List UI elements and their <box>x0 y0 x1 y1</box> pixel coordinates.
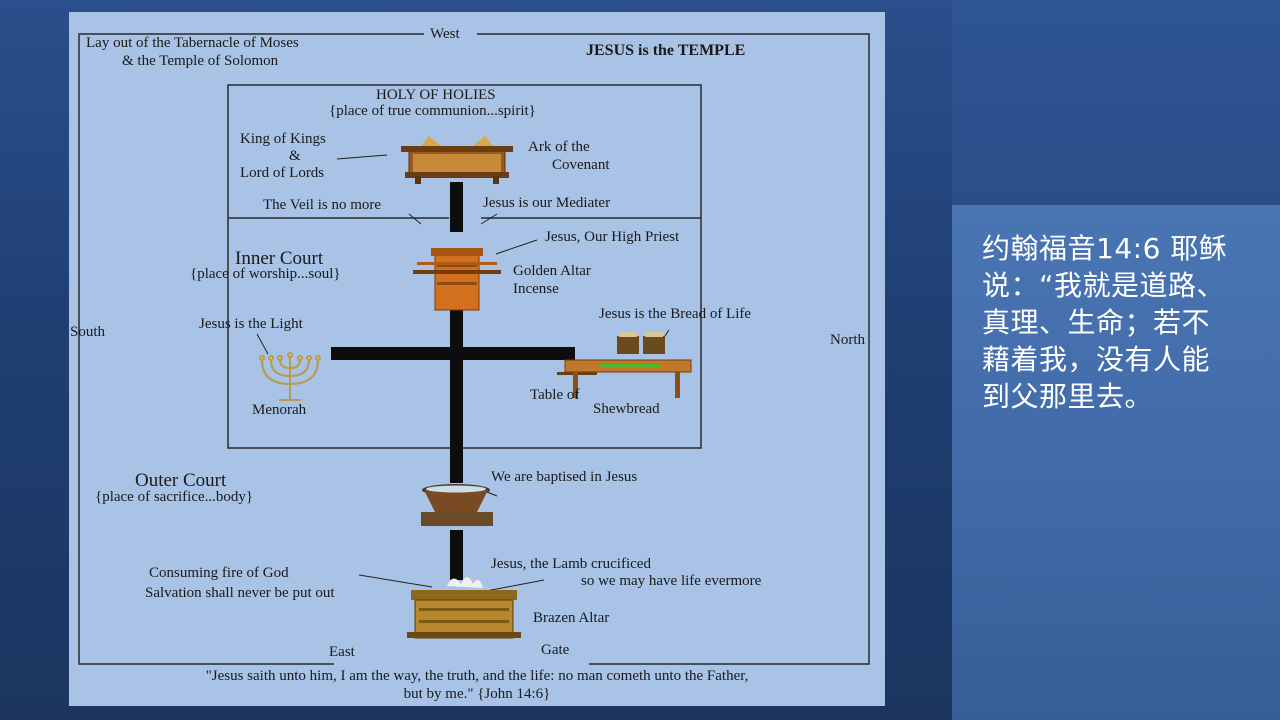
baptised-label: We are baptised in Jesus <box>491 469 638 485</box>
golden-altar-line-1: Golden Altar <box>513 263 591 279</box>
compass-south: South <box>70 324 106 340</box>
table-line-2: Shewbread <box>593 401 660 417</box>
title-line-2: & the Temple of Solomon <box>122 53 279 69</box>
compass-north: North <box>830 332 865 348</box>
footer-line-2: but by me." {John 14:6} <box>403 686 551 702</box>
pointer-fire <box>358 574 433 588</box>
pointer-mediater <box>480 213 498 225</box>
title-line-1: Lay out of the Tabernacle of Moses <box>86 35 299 51</box>
king-line-2: & <box>289 148 301 164</box>
brazen-altar-icon <box>407 577 521 639</box>
fire-line-1: Consuming fire of God <box>149 565 289 581</box>
menorah-label: Menorah <box>252 402 307 418</box>
compass-west: West <box>430 26 460 42</box>
ark-of-covenant-icon <box>401 136 513 184</box>
veil-label: The Veil is no more <box>263 197 382 213</box>
bread-label: Jesus is the Bread of Life <box>599 306 752 322</box>
cross-vertical <box>450 308 463 483</box>
pointer-king <box>336 154 388 160</box>
holy-of-holies-subtitle: {place of true communion...spirit} <box>329 103 536 119</box>
shewbread-table-icon <box>557 332 692 398</box>
diagram-lines <box>78 33 870 665</box>
lamb-line-2: so we may have life evermore <box>581 573 762 589</box>
fire-line-2: Salvation shall never be put out <box>145 585 335 601</box>
high-priest-label: Jesus, Our High Priest <box>545 229 680 245</box>
holy-of-holies-title: HOLY OF HOLIES <box>376 87 496 103</box>
right-panel-band <box>952 205 1280 720</box>
king-line-1: King of Kings <box>240 131 326 147</box>
golden-altar-line-2: Incense <box>513 281 559 297</box>
cross-vertical-top <box>450 182 463 232</box>
ark-line-2: Covenant <box>552 157 610 173</box>
king-line-3: Lord of Lords <box>240 165 325 181</box>
pointer-baptised <box>486 491 498 497</box>
pointer-priest <box>495 239 538 255</box>
right-title: JESUS is the TEMPLE <box>586 42 746 59</box>
golden-altar-icon <box>413 248 501 311</box>
menorah-icon <box>259 352 321 401</box>
light-label: Jesus is the Light <box>199 316 303 332</box>
compass-east: East <box>329 644 355 660</box>
outer-court-title: Outer Court <box>135 470 227 491</box>
gate-label: Gate <box>541 642 570 658</box>
outer-court-subtitle: {place of sacrifice...body} <box>95 489 254 505</box>
laver-icon <box>421 484 493 526</box>
cross-horizontal <box>331 347 575 360</box>
lamb-line-1: Jesus, the Lamb crucificed <box>491 556 651 572</box>
brazen-altar-label: Brazen Altar <box>533 610 610 626</box>
cross-vertical-lower <box>450 530 463 580</box>
footer-line-1: "Jesus saith unto him, I am the way, the… <box>205 668 749 684</box>
inner-court-subtitle: {place of worship...soul} <box>190 266 341 282</box>
pointer-veil <box>408 213 422 225</box>
tabernacle-diagram: Lay out of the Tabernacle of Moses & the… <box>69 12 885 706</box>
inner-court-title: Inner Court <box>235 248 324 269</box>
outer-border <box>78 33 424 665</box>
verse-text: 约翰福音14:6 耶稣说：“我就是道路、真理、生命；若不藉着我，没有人能到父那里… <box>982 232 1228 413</box>
sanctuary-border <box>227 84 702 449</box>
pointer-light <box>256 333 269 355</box>
right-panel <box>952 0 1280 720</box>
table-line-1: Table of <box>530 387 580 403</box>
outer-border-right <box>477 33 870 665</box>
mediater-label: Jesus is our Mediater <box>483 195 611 211</box>
ark-line-1: Ark of the <box>528 139 590 155</box>
